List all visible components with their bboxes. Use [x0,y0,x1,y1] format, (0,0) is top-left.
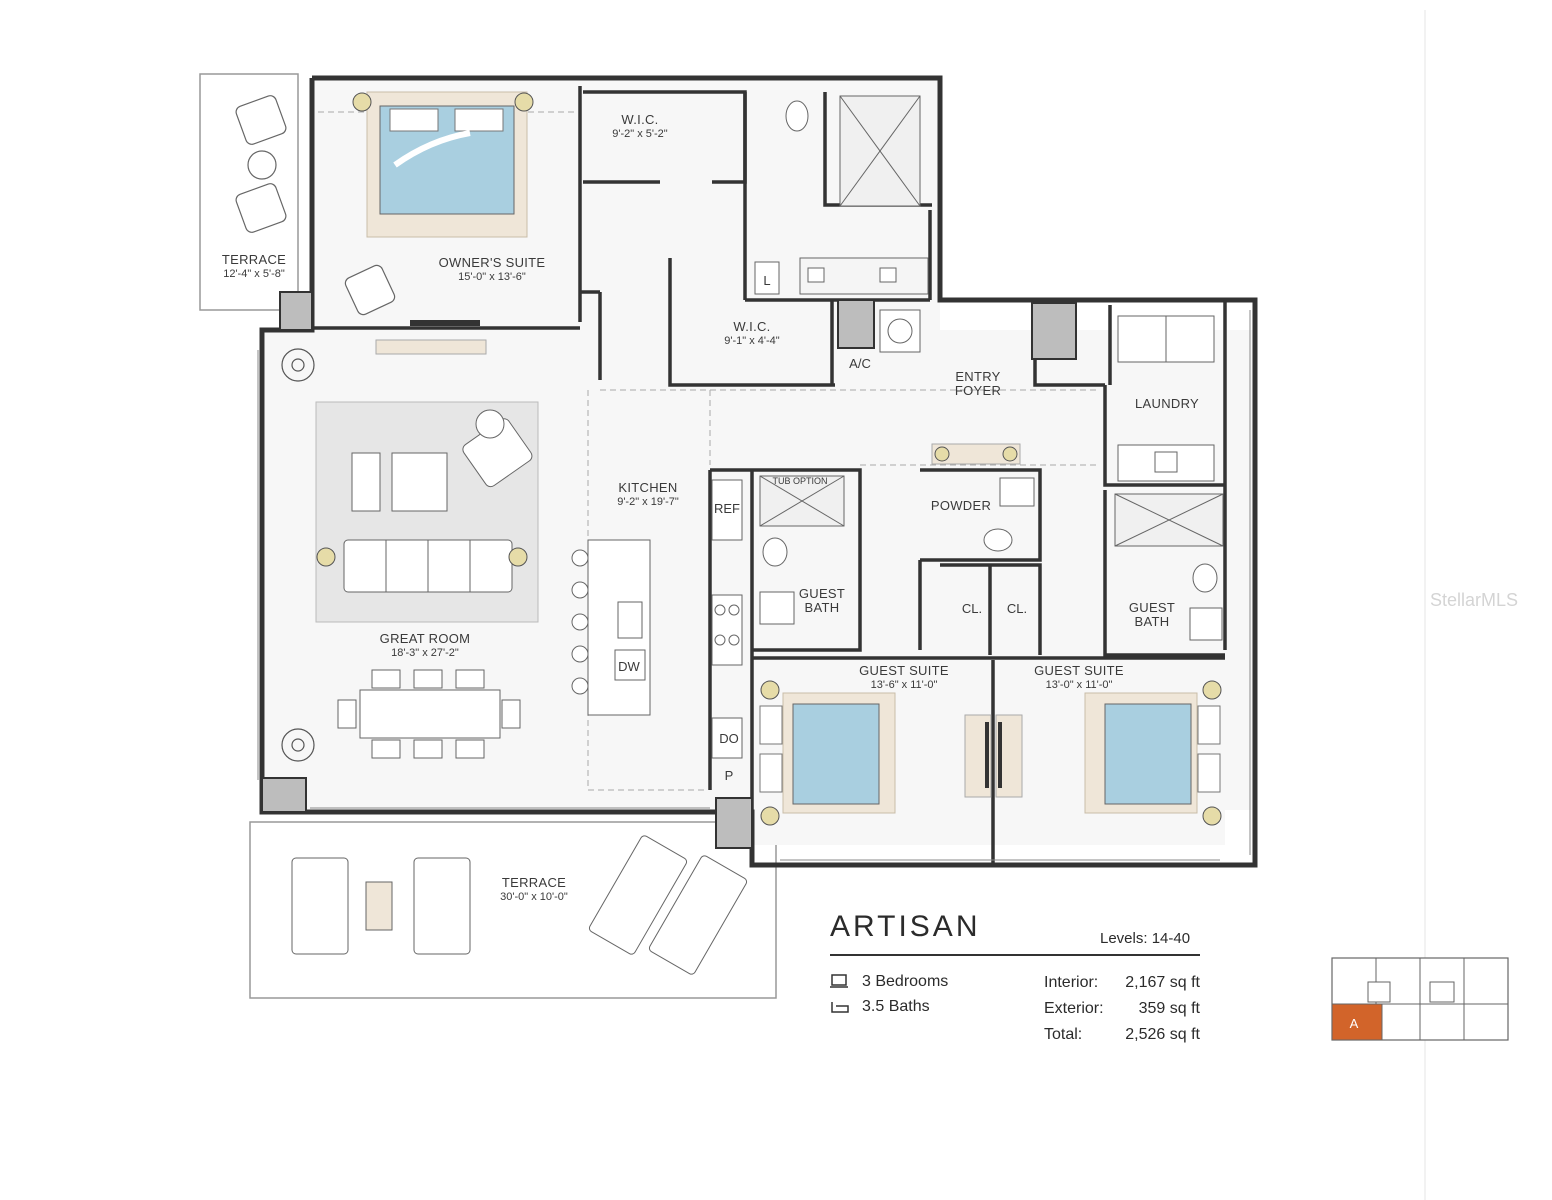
owners-bath-fixtures [754,95,929,295]
guest-suite-1-dims: 13'-6" x 11'-0" [871,679,938,691]
guest-bath-1-line1: GUEST [799,586,845,601]
unit-levels: Levels: 14-40 [1100,930,1191,947]
guest-suite-2-label: GUEST SUITE [1034,663,1124,678]
interior-walls [312,86,1227,865]
interior-label: Interior: [1044,974,1099,991]
great-room-label: GREAT ROOM [380,631,471,646]
laundry-label: LAUNDRY [1135,396,1199,411]
wic-2-label: W.I.C. [733,319,770,334]
terrace-small-label: TERRACE [222,252,286,267]
console-table [931,443,1021,465]
entry-foyer-line1: ENTRY [955,369,1000,384]
laundry-fixtures [1117,315,1215,482]
guest-bed-2 [1084,680,1222,826]
guest-suite-2-dims: 13'-0" x 11'-0" [1046,679,1113,691]
total-label: Total: [1044,1026,1083,1043]
water-heater [879,309,921,353]
terrace-small-dims: 12'-4" x 5'-8" [223,268,285,280]
exterior-label: Exterior: [1044,1000,1104,1017]
structural-columns [261,291,1077,849]
terrace-outlines [199,73,777,999]
powder-fixtures [983,477,1035,552]
linen-label: L [763,273,770,288]
p-label: P [725,768,734,783]
entry-foyer-line2: FOYER [955,383,1001,398]
guest-bath-1-fixtures [759,475,845,625]
dressers [964,714,1023,798]
bedrooms-count: 3 Bedrooms [862,973,949,990]
great-room-furniture [337,409,533,759]
ac-label: A/C [849,356,871,371]
terrace-large-label: TERRACE [502,875,566,890]
ref-label: REF [714,501,740,516]
tub-option-label: TUB OPTION [772,476,827,486]
guest-bed-1 [759,680,896,826]
title-rule [830,954,1200,956]
great-room-dims: 18'-3" x 27'-2" [391,647,459,659]
closet-1-label: CL. [962,601,982,616]
guest-suite-1-label: GUEST SUITE [859,663,949,678]
terrace-furniture [291,835,748,975]
bed-icon [830,974,848,988]
chair [235,95,396,316]
key-plan-unit-highlight [1331,1003,1383,1041]
powder-label: POWDER [931,498,991,513]
lamp [934,446,950,462]
total-value: 2,526 sq ft [1125,1026,1200,1043]
guest-bath-2-line2: BATH [1135,614,1170,629]
guest-bath-2-line1: GUEST [1129,600,1175,615]
key-plan: A [1331,957,1509,1041]
lamp [1002,446,1018,462]
tv [410,320,480,326]
baths-count: 3.5 Baths [862,998,930,1015]
bath-icon [831,1002,849,1013]
dw-label: DW [618,659,640,674]
do-label: DO [719,731,739,746]
guest-bath-2-fixtures [1114,493,1224,641]
plant-icon [281,348,315,762]
kitchen-label: KITCHEN [618,480,677,495]
key-plan-unit-label: A [1350,1016,1359,1031]
watermark: StellarMLS [1430,590,1519,610]
owners-suite-label: OWNER'S SUITE [439,255,546,270]
terrace-large-dims: 30'-0" x 10'-0" [500,891,568,903]
owners-bed [352,91,534,238]
lamp [508,547,528,567]
interior-value: 2,167 sq ft [1125,974,1200,991]
wic-1-dims: 9'-2" x 5'-2" [612,128,668,140]
unit-title: ARTISAN [830,910,981,943]
guest-bath-1-line2: BATH [805,600,840,615]
owners-suite-dims: 15'-0" x 13'-6" [458,271,526,283]
window-lines [257,310,1251,861]
exterior-value: 359 sq ft [1138,1000,1200,1017]
wic-1-label: W.I.C. [621,112,658,127]
kitchen-dims: 9'-2" x 19'-7" [617,496,679,508]
wic-2-dims: 9'-1" x 4'-4" [724,335,780,347]
closet-2-label: CL. [1007,601,1027,616]
kitchen-fixtures [571,479,743,759]
media-console [375,339,487,355]
lamp [316,547,336,567]
